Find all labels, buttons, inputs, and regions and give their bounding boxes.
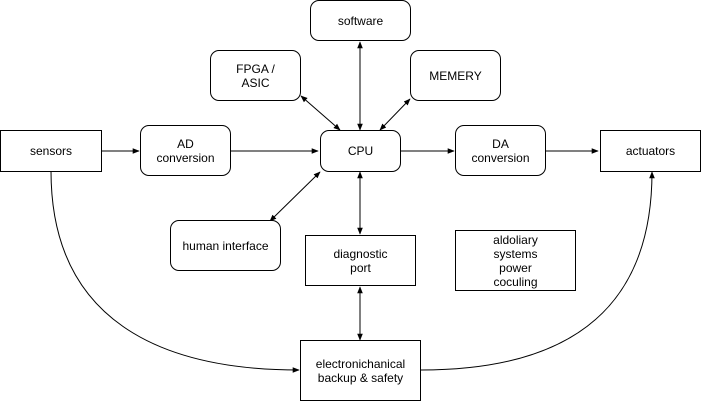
- arrow-cpu-memory: [379, 98, 411, 131]
- fpga-asic-box: FPGA / ASIC: [210, 50, 301, 101]
- arrow-cpu-human: [269, 171, 321, 222]
- da-conversion-box: DA conversion: [455, 125, 546, 176]
- arrow-sensors-to-backup: [50, 170, 300, 373]
- sensors-box: sensors: [0, 130, 102, 172]
- cpu-box: CPU: [320, 130, 401, 172]
- arrow-backup-to-actuators: [420, 171, 655, 371]
- backup-safety-box: electronichanical backup & safety: [300, 340, 421, 401]
- human-interface-box: human interface: [170, 220, 281, 271]
- auxiliary-systems-box: aldoliary systems power coculing: [455, 230, 576, 291]
- software-box: software: [310, 0, 411, 41]
- ad-conversion-box: AD conversion: [140, 125, 231, 176]
- memory-box: MEMERY: [410, 50, 501, 101]
- arrow-cpu-fpga: [300, 95, 341, 131]
- actuators-box: actuators: [600, 130, 701, 172]
- diagnostic-port-box: diagnostic port: [305, 235, 416, 286]
